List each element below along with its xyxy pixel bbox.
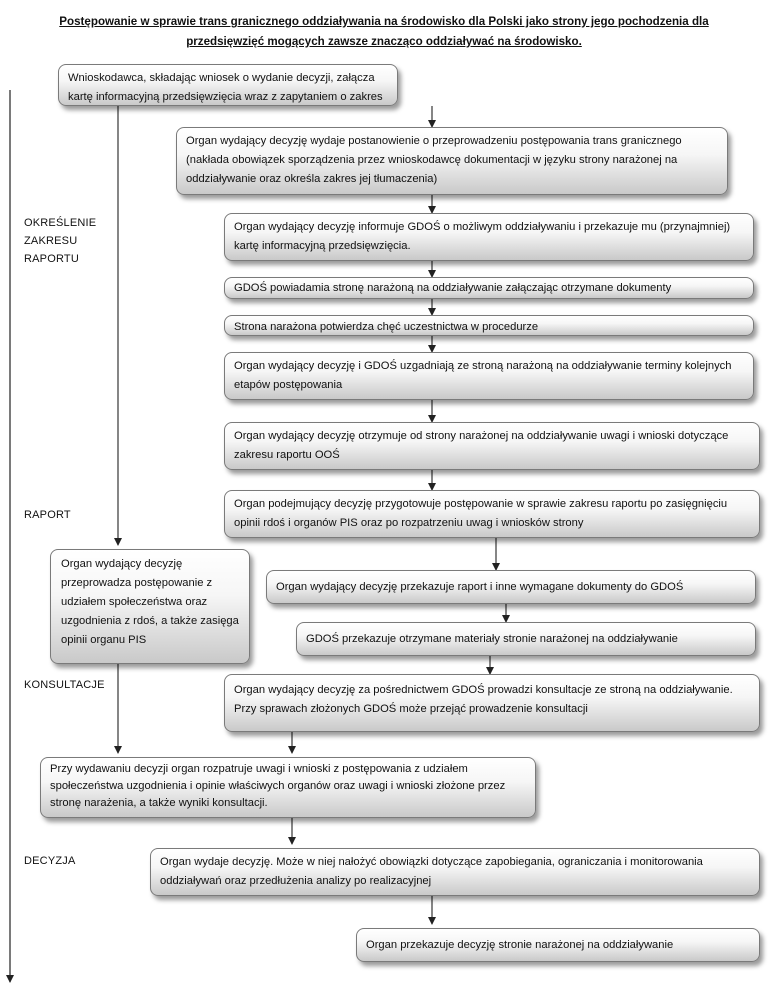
step-gdos-forwards: GDOŚ przekazuje otrzymane materiały stro… (296, 622, 756, 656)
step-party-confirms: Strona narażona potwierdza chęć uczestni… (224, 315, 754, 336)
step-send-decision: Organ przekazuje decyzję stronie narażon… (356, 928, 760, 962)
title-line-1: Postępowanie w sprawie trans granicznego… (59, 15, 709, 28)
stage-label-decision: DECYZJA (24, 855, 76, 867)
step-agree-terms: Organ wydający decyzję i GDOŚ uzgadniają… (224, 352, 754, 400)
step-consultations: Organ wydający decyzję za pośrednictwem … (224, 674, 760, 732)
step-prepare-scope: Organ podejmujący decyzję przygotowuje p… (224, 490, 760, 538)
stage-scope-line-3: RAPORTU (24, 253, 79, 265)
step-inform-gdos: Organ wydający decyzję informuje GDOŚ o … (224, 213, 754, 261)
stage-label-scope: OKREŚLENIE ZAKRESU RAPORTU (24, 214, 96, 268)
step-issue-decision: Organ wydaje decyzję. Może w niej nałoży… (150, 848, 760, 896)
step-domestic-procedure: Organ wydający decyzję przeprowadza post… (50, 549, 250, 664)
step-gdos-notify: GDOŚ powiadamia stronę narażoną na oddzi… (224, 277, 754, 299)
stage-label-consultations: KONSULTACJE (24, 679, 105, 691)
step-send-report: Organ wydający decyzję przekazuje raport… (266, 570, 756, 604)
step-initiation: Organ wydający decyzję wydaje postanowie… (176, 127, 728, 195)
step-review: Przy wydawaniu decyzji organ rozpatruje … (40, 757, 536, 818)
title-line-2: przedsięwzięć mogących zawsze znacząco o… (186, 35, 582, 48)
diagram-title: Postępowanie w sprawie trans granicznego… (20, 12, 748, 52)
stage-scope-line-2: ZAKRESU (24, 235, 78, 247)
stage-scope-line-1: OKREŚLENIE (24, 217, 97, 229)
step-application: Wnioskodawca, składając wniosek o wydani… (58, 64, 398, 106)
stage-label-report: RAPORT (24, 509, 71, 521)
step-receive-comments: Organ wydający decyzję otrzymuje od stro… (224, 422, 760, 470)
